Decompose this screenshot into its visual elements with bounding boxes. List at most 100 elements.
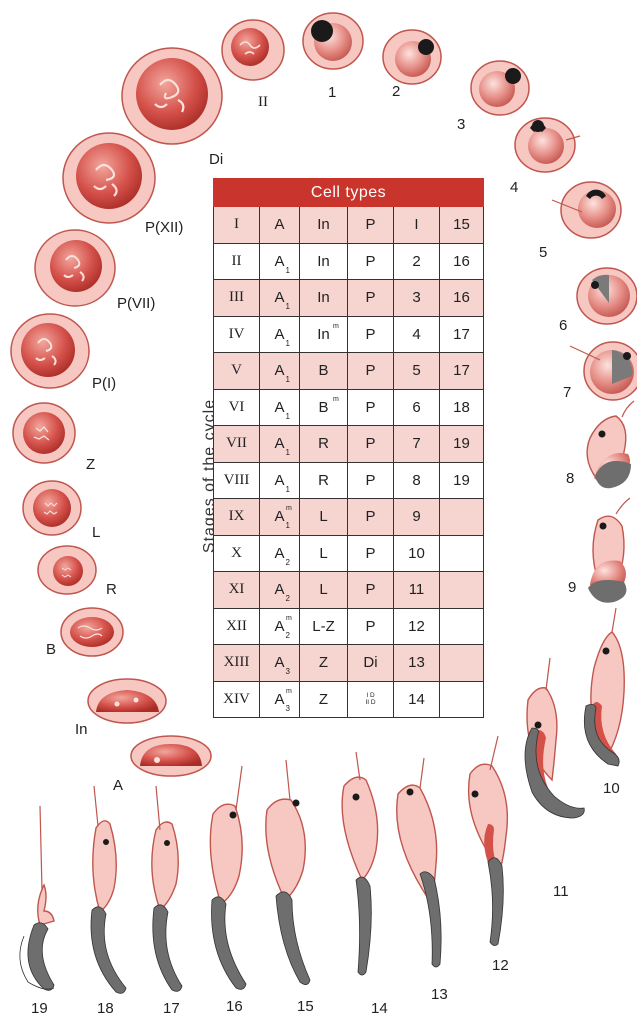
cell-P-VII: [35, 230, 115, 306]
a-subscript: 1: [286, 448, 290, 457]
type-value: In: [317, 253, 330, 270]
a-value: A: [274, 326, 284, 343]
label-7: 7: [563, 385, 571, 400]
late-step-value: 17: [453, 326, 470, 343]
p-value: P: [365, 253, 375, 270]
a-subscript: 2: [286, 594, 290, 603]
a-value: A: [274, 618, 284, 635]
p-value: P: [365, 435, 375, 452]
table-row: XIVAm3ZI D II D14: [214, 681, 484, 718]
type-cell: In: [300, 280, 348, 317]
stage-cell: XII: [214, 608, 260, 645]
spermatid-step-cell: I: [394, 207, 440, 244]
a-subscript: 1: [286, 521, 290, 530]
p-cell: P: [348, 572, 394, 609]
type-cell: L: [300, 535, 348, 572]
late-step-value: 16: [453, 289, 470, 306]
type-value: Z: [319, 654, 328, 671]
spermatid-step-cell: 3: [394, 280, 440, 317]
spermatid-step-cell: 9: [394, 499, 440, 536]
spermatid-6: [577, 268, 637, 324]
spermatid-10: [584, 608, 624, 766]
step-value: 2: [412, 253, 420, 270]
late-step-cell: 16: [440, 280, 484, 317]
stage-value: VIII: [224, 472, 250, 489]
step-value: 13: [408, 654, 425, 671]
stage-value: VI: [229, 399, 245, 416]
type-cell: Z: [300, 645, 348, 682]
a-value: A: [274, 216, 284, 233]
table-row: VIA1BmP618: [214, 389, 484, 426]
a-value: A: [274, 435, 284, 452]
label-B: B: [46, 642, 56, 657]
type-superscript: m: [333, 323, 339, 330]
stage-cell: XI: [214, 572, 260, 609]
late-step-cell: [440, 499, 484, 536]
table-row: VIIA1RP719: [214, 426, 484, 463]
spermatid-9: [588, 498, 630, 603]
late-step-cell: 18: [440, 389, 484, 426]
table-row: VIIIA1RP819: [214, 462, 484, 499]
stage-cell: I: [214, 207, 260, 244]
a-value: A: [274, 581, 284, 598]
stage-cell: IX: [214, 499, 260, 536]
step-value: 9: [412, 508, 420, 525]
late-step-value: 15: [453, 216, 470, 233]
label-II: II: [258, 95, 268, 110]
late-step-cell: 19: [440, 462, 484, 499]
type-value: In: [317, 326, 330, 343]
type-value: L: [319, 508, 327, 525]
spermatid-2: [383, 30, 441, 84]
step-value: 3: [412, 289, 420, 306]
cell-Di: [122, 48, 222, 144]
type-cell: Z: [300, 681, 348, 718]
spermatid-step-cell: 10: [394, 535, 440, 572]
type-cell: R: [300, 426, 348, 463]
cell-types-table: Cell types IAInPI15IIA1InP216IIIA1InP316…: [213, 178, 484, 718]
p-cell: P: [348, 207, 394, 244]
stage-value: III: [229, 289, 244, 306]
spermatid-step-cell: 12: [394, 608, 440, 645]
type-value: B: [318, 399, 328, 416]
label-6: 6: [559, 318, 567, 333]
cell-II: [222, 20, 284, 80]
p-cell: P: [348, 499, 394, 536]
a-value: A: [274, 399, 284, 416]
type-cell: In: [300, 207, 348, 244]
spermatid-12: [469, 736, 508, 946]
a-value: A: [274, 472, 284, 489]
a-subscript: 3: [286, 667, 290, 676]
step-value: 6: [412, 399, 420, 416]
label-P-XII: P(XII): [145, 220, 183, 235]
stage-value: V: [231, 362, 242, 379]
step-value: 5: [412, 362, 420, 379]
p-value: P: [365, 326, 375, 343]
p-cell: P: [348, 535, 394, 572]
a-cell: A1: [260, 353, 300, 390]
a-subscript: 1: [286, 412, 290, 421]
spermatid-step-cell: 11: [394, 572, 440, 609]
label-R: R: [106, 582, 117, 597]
step-value: 8: [412, 472, 420, 489]
a-value: A: [274, 289, 284, 306]
spermatid-step-cell: 6: [394, 389, 440, 426]
table-row: IIA1InP216: [214, 243, 484, 280]
label-A: A: [113, 778, 123, 793]
step-value: 14: [408, 691, 425, 708]
a-subscript: 1: [286, 375, 290, 384]
spermatid-5: [552, 182, 621, 238]
spermatid-17: [152, 786, 182, 991]
late-step-cell: 17: [440, 353, 484, 390]
type-cell: R: [300, 462, 348, 499]
cell-R: [38, 546, 96, 594]
spermatid-step-cell: 4: [394, 316, 440, 353]
table-row: XIIIA3ZDi13: [214, 645, 484, 682]
step-value: 12: [408, 618, 425, 635]
stage-value: X: [231, 545, 242, 562]
p-value: P: [365, 581, 375, 598]
type-superscript: m: [333, 396, 339, 403]
